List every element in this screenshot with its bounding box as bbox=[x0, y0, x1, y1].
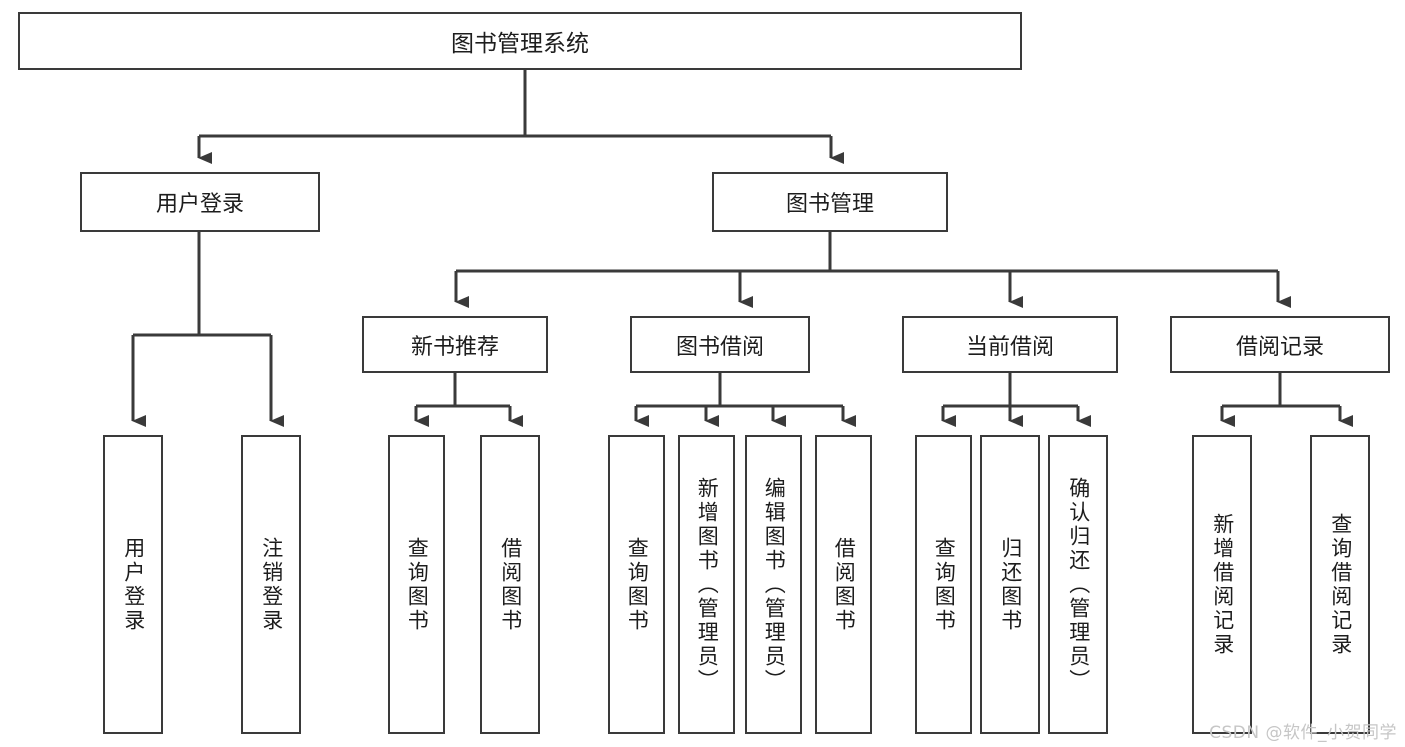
leaf-edit-book[interactable]: 编辑图书（管理员） bbox=[745, 435, 802, 734]
leaf-user-logout[interactable]: 注销登录 bbox=[241, 435, 301, 734]
node-borrow-record-label: 借阅记录 bbox=[1235, 334, 1324, 360]
leaf-borrow-book-1-label: 借阅图书 bbox=[498, 536, 523, 633]
node-root[interactable]: 图书管理系统 bbox=[18, 12, 1022, 70]
node-root-label: 图书管理系统 bbox=[451, 31, 589, 57]
leaf-borrow-book-2-label: 借阅图书 bbox=[832, 536, 857, 633]
leaf-return-book[interactable]: 归还图书 bbox=[980, 435, 1040, 734]
leaf-borrow-book-1[interactable]: 借阅图书 bbox=[480, 435, 540, 734]
node-book-borrow[interactable]: 图书借阅 bbox=[630, 316, 810, 373]
node-user-login[interactable]: 用户登录 bbox=[80, 172, 320, 232]
node-current-borrow[interactable]: 当前借阅 bbox=[902, 316, 1118, 373]
leaf-add-borrow-record-label: 新增借阅记录 bbox=[1210, 512, 1235, 657]
leaf-confirm-return[interactable]: 确认归还（管理员） bbox=[1048, 435, 1108, 734]
node-new-book-recommend[interactable]: 新书推荐 bbox=[362, 316, 548, 373]
leaf-add-book[interactable]: 新增图书（管理员） bbox=[678, 435, 735, 734]
leaf-add-book-label: 新增图书（管理员） bbox=[695, 476, 720, 693]
node-user-login-label: 用户登录 bbox=[155, 192, 244, 217]
leaf-query-book-3[interactable]: 查询图书 bbox=[915, 435, 972, 734]
leaf-user-login[interactable]: 用户登录 bbox=[103, 435, 163, 734]
leaf-query-borrow-record[interactable]: 查询借阅记录 bbox=[1310, 435, 1370, 734]
node-borrow-record[interactable]: 借阅记录 bbox=[1170, 316, 1390, 373]
leaf-query-book-1-label: 查询图书 bbox=[405, 536, 430, 633]
watermark: CSDN @软件_小贺同学 bbox=[1209, 723, 1397, 743]
leaf-return-book-label: 归还图书 bbox=[998, 536, 1023, 633]
node-book-manage[interactable]: 图书管理 bbox=[712, 172, 948, 232]
leaf-add-borrow-record[interactable]: 新增借阅记录 bbox=[1192, 435, 1252, 734]
leaf-query-book-2-label: 查询图书 bbox=[625, 536, 650, 633]
node-new-book-recommend-label: 新书推荐 bbox=[410, 334, 499, 360]
node-current-borrow-label: 当前借阅 bbox=[965, 334, 1054, 360]
leaf-query-book-2[interactable]: 查询图书 bbox=[608, 435, 665, 734]
leaf-borrow-book-2[interactable]: 借阅图书 bbox=[815, 435, 872, 734]
leaf-confirm-return-label: 确认归还（管理员） bbox=[1066, 476, 1091, 693]
leaf-user-login-label: 用户登录 bbox=[121, 536, 146, 633]
leaf-query-borrow-record-label: 查询借阅记录 bbox=[1328, 512, 1353, 657]
node-book-borrow-label: 图书借阅 bbox=[675, 334, 764, 360]
leaf-edit-book-label: 编辑图书（管理员） bbox=[762, 476, 787, 693]
node-book-manage-label: 图书管理 bbox=[785, 192, 874, 217]
leaf-query-book-1[interactable]: 查询图书 bbox=[388, 435, 445, 734]
leaf-user-logout-label: 注销登录 bbox=[259, 536, 284, 633]
leaf-query-book-3-label: 查询图书 bbox=[932, 536, 957, 633]
